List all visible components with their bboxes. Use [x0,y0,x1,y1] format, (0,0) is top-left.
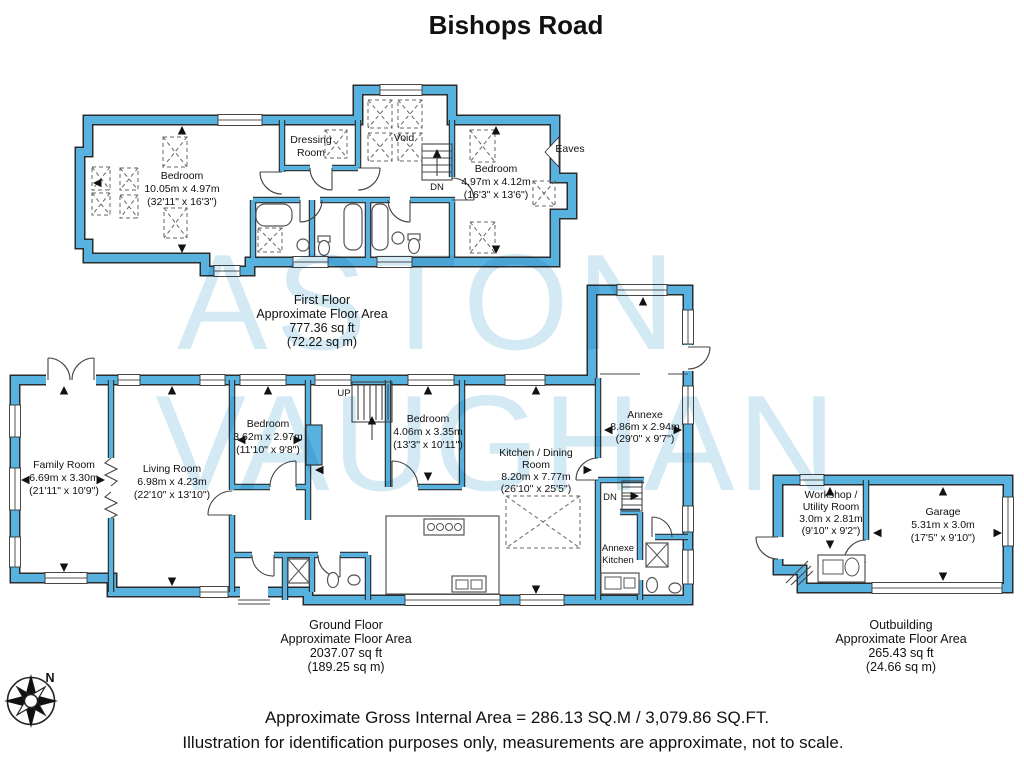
gf-annexe-kitchen-line1: Annexe [602,543,634,554]
chimney-breast [305,424,323,466]
ob-caption-4: (24.66 sq m) [866,660,936,674]
ground-floor-labels: Family Room 6.69m x 3.30m (21'11" x 10'9… [29,388,680,566]
gf-living-metric: 6.98m x 4.23m [137,476,207,488]
first-floor-rooflights [91,99,556,254]
outbuilding-plan: Workshop / Utility Room 3.0m x 2.81m (9'… [755,474,1014,674]
ff-caption-4: (72.22 sq m) [287,335,357,349]
gf-bedroom-small-imperial: (11'10" x 9'8") [236,444,300,456]
first-floor-caption: First Floor Approximate Floor Area 777.3… [256,293,387,349]
ob-workshop-imperial: (9'10" x 9'2") [802,525,861,537]
gf-up-label: UP [337,388,350,399]
first-floor-labels: Bedroom 10.05m x 4.97m (32'11" x 16'3") … [144,132,584,208]
gf-family-metric: 6.69m x 3.30m [29,472,99,484]
ff-bedroom-right-metric: 4.97m x 4.12m [461,176,531,188]
ground-floor-caption: Ground Floor Approximate Floor Area 2037… [280,618,411,674]
ff-dressing-line1: Dressing [290,134,332,146]
first-floor-plan: Bedroom 10.05m x 4.97m (32'11" x 16'3") … [80,84,585,349]
gf-living-imperial: (22'10" x 13'10") [134,489,210,501]
gf-family-imperial: (21'11" x 10'9") [29,485,99,497]
compass-rose [4,674,58,728]
watermark-word-2: VAUGHAN [155,367,838,519]
outbuilding-windows [799,474,1014,594]
gf-annexe-kitchen-line2: Kitchen [602,555,634,566]
ff-eaves-label: Eaves [555,143,584,155]
ff-bedroom-left-imperial: (32'11" x 16'3") [147,196,217,208]
first-floor-bath-fixtures [255,203,421,257]
ob-caption-2: Approximate Floor Area [835,632,966,646]
ff-caption-2: Approximate Floor Area [256,307,387,321]
watermark-word-1: ASTON [177,226,683,378]
ff-caption-3: 777.36 sq ft [289,321,355,335]
outbuilding-fixtures [785,554,866,587]
ob-workshop-line2: Utility Room [803,501,860,513]
gf-bedroom-mid-imperial: (13'3" x 10'11") [393,439,463,451]
watermark: ASTON VAUGHAN [155,226,838,519]
gf-bedroom-mid-metric: 4.06m x 3.35m [393,426,463,438]
ff-caption-1: First Floor [294,293,350,307]
ob-garage-name: Garage [925,506,960,518]
ff-dn-label: DN [430,182,444,193]
ground-floor-fixtures [287,495,682,595]
ground-floor-windows [9,284,694,606]
gf-bedroom-small-metric: 3.62m x 2.97m [233,431,303,443]
gf-caption-3: 2037.07 sq ft [310,646,383,660]
eaves-pointer [544,135,560,169]
gf-kitchen-metric: 8.20m x 7.77m [501,471,571,483]
gf-annexe-imperial: (29'0" x 9'7") [616,433,675,445]
ob-caption-3: 265.43 sq ft [868,646,934,660]
gf-bedroom-small-name: Bedroom [247,418,290,430]
opening-zigzags [103,457,119,519]
compass-north-label: N [45,671,54,685]
ff-bedroom-right-imperial: (16'3" x 13'6") [464,189,529,201]
gf-kitchen-imperial: (26'10" x 25'5") [501,483,571,495]
gf-annexe-name: Annexe [627,409,663,421]
gf-living-name: Living Room [143,463,202,475]
page-title: Bishops Road [429,10,604,40]
ob-workshop-line1: Workshop / [805,489,858,501]
first-floor-windows [213,84,423,277]
ff-dressing-line2: Room [297,147,325,159]
ff-void-label: Void [394,132,415,144]
ff-bedroom-right-name: Bedroom [475,163,518,175]
gf-family-name: Family Room [33,459,95,471]
gf-kitchen-line1: Kitchen / Dining [499,447,573,459]
ob-caption-1: Outbuilding [869,618,932,632]
gf-dn-label: DN [603,492,617,503]
gf-annexe-metric: 8.86m x 2.94m [610,421,680,433]
ground-floor-stairs-up [351,381,393,440]
ground-floor-stairs-down [621,480,643,512]
outbuilding-labels: Workshop / Utility Room 3.0m x 2.81m (9'… [799,489,975,544]
first-floor-doors [259,167,475,223]
gf-kitchen-line2: Room [522,459,550,471]
ground-floor-doors [47,346,711,605]
footer-disclaimer-line: Illustration for identification purposes… [182,733,843,752]
ground-floor-plan: Family Room 6.69m x 3.30m (21'11" x 10'9… [9,284,711,674]
ob-workshop-metric: 3.0m x 2.81m [799,513,863,525]
gf-bedroom-mid-name: Bedroom [407,413,450,425]
gf-caption-1: Ground Floor [309,618,383,632]
footer-area-line: Approximate Gross Internal Area = 286.13… [265,708,769,727]
outbuilding-caption: Outbuilding Approximate Floor Area 265.4… [835,618,966,674]
first-floor-stairs [421,143,453,181]
ff-bedroom-left-name: Bedroom [161,170,204,182]
gf-caption-4: (189.25 sq m) [307,660,384,674]
ob-garage-imperial: (17'5" x 9'10") [911,532,976,544]
ff-bedroom-left-metric: 10.05m x 4.97m [144,183,220,195]
ob-garage-metric: 5.31m x 3.0m [911,519,975,531]
gf-caption-2: Approximate Floor Area [280,632,411,646]
